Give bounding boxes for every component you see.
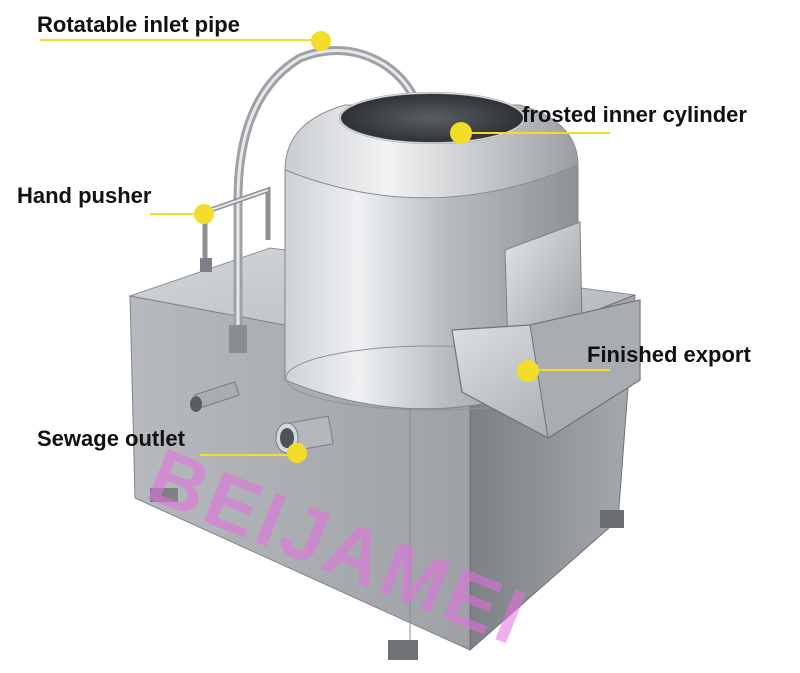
callout-hand-pusher [150,204,214,224]
label-finished-export: Finished export [587,342,751,367]
rotatable-inlet-pipe [229,45,423,353]
label-hand-pusher: Hand pusher [17,183,152,208]
foot-right [388,640,418,660]
side-spout [190,381,240,412]
callout-dot [450,122,472,144]
foot-left [150,488,178,502]
hand-pusher [200,186,271,272]
callout-inner-cylinder [450,122,610,144]
label-inlet-pipe: Rotatable inlet pipe [37,12,240,37]
callout-dot [194,204,214,224]
callout-dot [311,31,331,51]
callout-sewage-outlet [200,443,307,463]
pipe-mount [229,325,247,353]
callout-dot [287,443,307,463]
callout-dot [517,360,539,382]
callout-finished-export [517,360,610,382]
sewage-outlet-pipe [275,415,334,454]
label-sewage-outlet: Sewage outlet [37,426,185,451]
foot-back [600,510,624,528]
label-inner-cylinder: frosted inner cylinder [522,102,747,127]
callout-inlet-pipe [40,31,331,51]
